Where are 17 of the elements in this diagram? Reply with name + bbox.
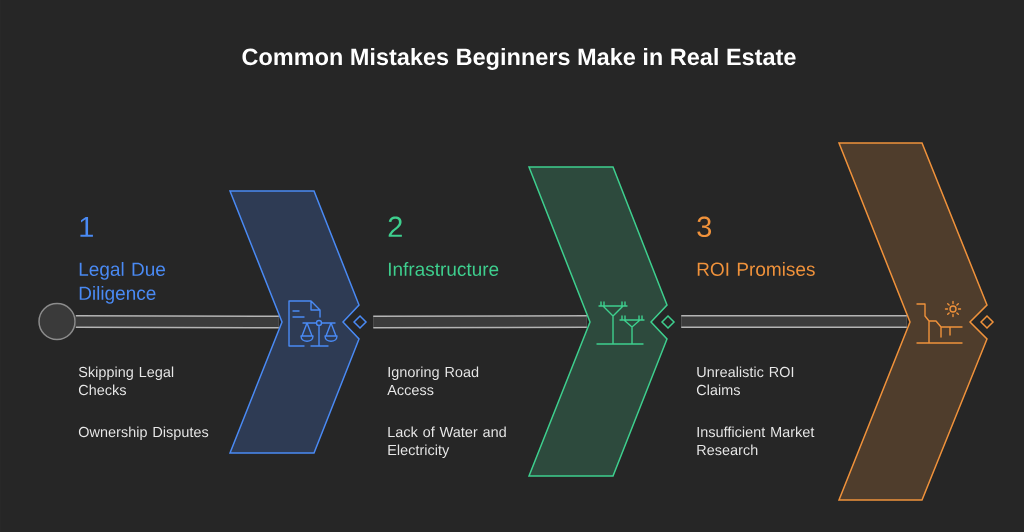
step-heading: ROI Promises (697, 262, 815, 276)
step-number: 2 (388, 216, 402, 237)
step-heading: Legal Due Diligence (79, 262, 165, 304)
body-text: Ownership Disputes (78, 426, 209, 440)
body-text: Unrealistic ROI Claims (696, 366, 794, 396)
title: Common Mistakes Beginners Make in Real Estate (242, 48, 796, 70)
step-number: 3 (697, 216, 712, 238)
step-heading: Infrastructure (388, 262, 499, 276)
body-text: Skipping Legal Checks (78, 366, 174, 396)
body-text: Lack of Water and Electricity (388, 426, 506, 458)
connector-bar (681, 315, 907, 328)
body-text: Ignoring Road Access (387, 366, 479, 396)
connector-bar (373, 315, 587, 329)
step-number: 1 (80, 216, 93, 237)
connector-bar (75, 315, 279, 329)
start-circle (38, 302, 76, 341)
body-text: Insufficient Market Research (697, 426, 815, 456)
